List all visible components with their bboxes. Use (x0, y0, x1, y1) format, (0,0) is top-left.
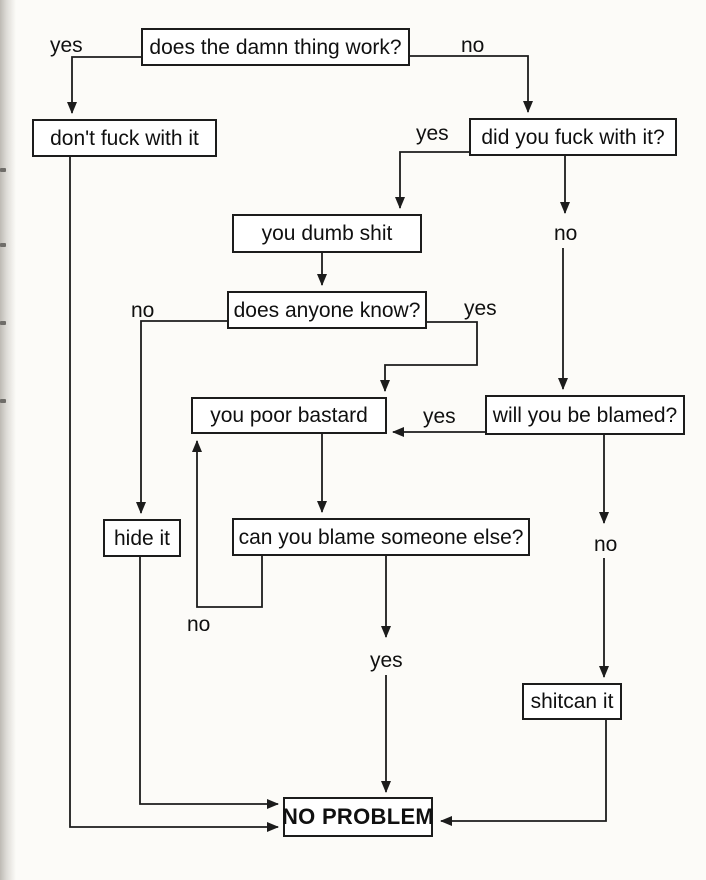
edge-label-blame-yes: yes (370, 649, 403, 672)
scan-artifact (0, 243, 6, 247)
edge-label-know-yes: yes (464, 297, 497, 320)
node-can-you-blame-someone-else: can you blame someone else? (232, 518, 530, 556)
edge-label-did-yes: yes (416, 122, 449, 145)
node-will-you-be-blamed: will you be blamed? (485, 395, 685, 435)
edge-label-know-no: no (131, 299, 155, 322)
scan-artifact (0, 399, 6, 403)
scan-artifact (0, 168, 6, 172)
node-shitcan-it: shitcan it (522, 683, 622, 720)
edge-label-work-yes: yes (50, 34, 83, 57)
node-no-problem: NO PROBLEM (282, 797, 434, 837)
node-does-anyone-know: does anyone know? (227, 291, 427, 329)
edge-label-blamed-yes: yes (423, 405, 456, 428)
edge-label-did-no: no (554, 222, 578, 245)
edge-label-work-no: no (461, 34, 485, 57)
scan-artifact (0, 321, 6, 325)
node-did-you-fuck-with-it: did you fuck with it? (469, 118, 677, 156)
node-hide-it: hide it (103, 519, 181, 557)
node-dont-fuck-with-it: don't fuck with it (32, 119, 217, 157)
edge-label-blamed-no: no (594, 533, 618, 556)
node-does-the-damn-thing-work: does the damn thing work? (141, 28, 410, 66)
edge-label-blame-no: no (187, 613, 211, 636)
node-you-poor-bastard: you poor bastard (191, 397, 387, 434)
node-you-dumb-shit: you dumb shit (232, 214, 422, 253)
